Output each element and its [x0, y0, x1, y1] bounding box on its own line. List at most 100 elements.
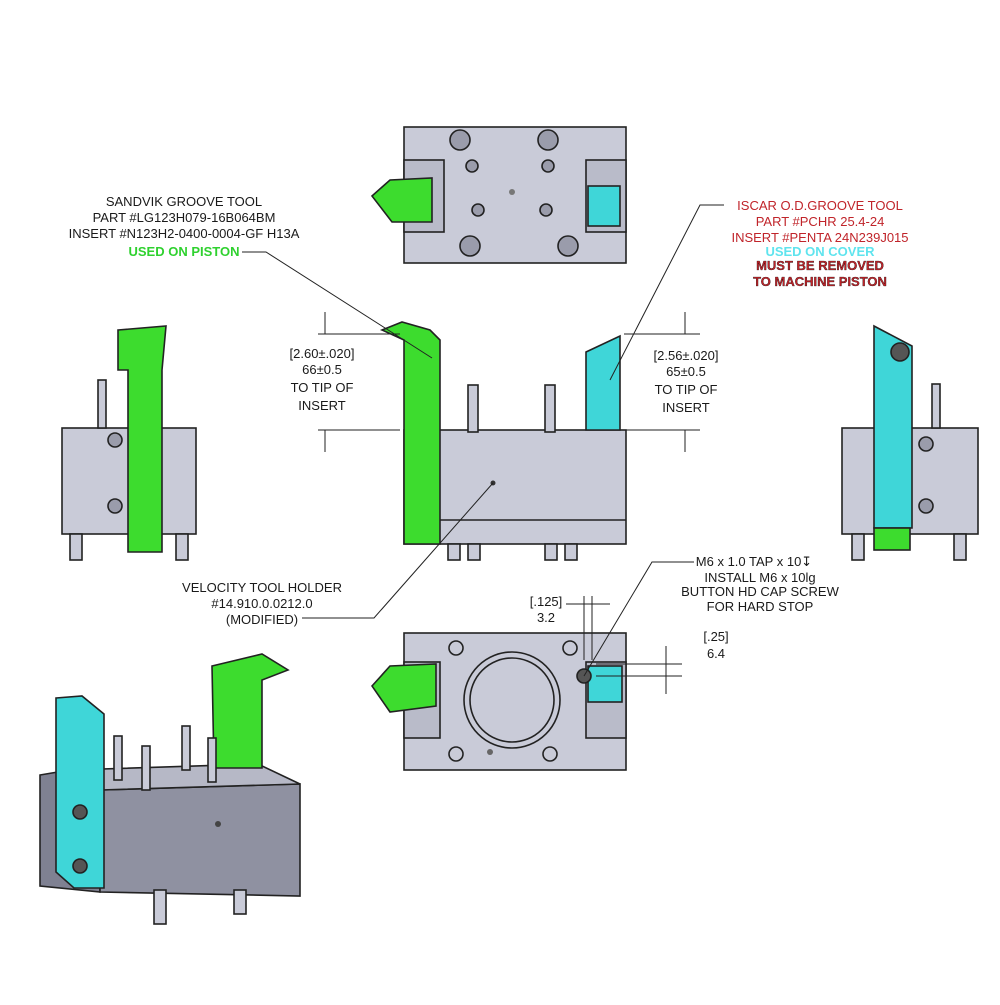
front-view-leg: [544, 543, 558, 561]
top-view-hole: [557, 235, 579, 257]
dim-right-mm: 65±0.5: [666, 364, 706, 379]
left-view-hole: [107, 432, 123, 448]
bottom-view-bore-inner: [469, 657, 555, 743]
holder-line3: (MODIFIED): [226, 612, 298, 627]
bottom-view: [370, 632, 627, 771]
holder-callout: VELOCITY TOOL HOLDER #14.910.0.0212.0 (M…: [182, 580, 342, 627]
bottom-view-hole: [448, 640, 464, 656]
dim-left-callout: [2.60±.020] 66±0.5 TO TIP OF INSERT: [290, 346, 355, 413]
tap-line1-group: M6 x 1.0 TAP x 10↧: [696, 554, 812, 569]
dim-25-callout: [.25] 6.4: [703, 629, 728, 661]
holder-line2: #14.910.0.0212.0: [211, 596, 312, 611]
front-view-leg: [467, 543, 481, 561]
iso-small-hole: [215, 821, 221, 827]
left-view-sandvik-tool: [117, 325, 167, 553]
iscar-line3: INSERT #PENTA 24N239J015: [731, 230, 908, 245]
iso-pin: [141, 745, 151, 791]
iso-leg: [233, 889, 247, 915]
tap-line3: BUTTON HD CAP SCREW: [681, 584, 839, 599]
left-view-hole: [107, 498, 123, 514]
top-view-iscar-insert: [587, 185, 621, 227]
bottom-view-hole: [448, 746, 464, 762]
sandvik-line3: INSERT #N123H2-0400-0004-GF H13A: [69, 226, 300, 241]
tap-line4: FOR HARD STOP: [707, 599, 814, 614]
right-view-green-base: [873, 527, 911, 551]
right-view-leg: [953, 533, 967, 561]
sandvik-leader: [242, 251, 433, 359]
isometric-view: [39, 653, 301, 925]
iscar-line1: ISCAR O.D.GROOVE TOOL: [737, 198, 903, 213]
dim-125-callout: [.125] 3.2: [530, 594, 563, 625]
right-view-insert: [890, 342, 910, 362]
left-side-view: [61, 325, 197, 561]
sandvik-line4: USED ON PISTON: [128, 244, 239, 259]
dim-left-inch: [2.60±.020]: [290, 346, 355, 361]
dim-left-mm: 66±0.5: [302, 362, 342, 377]
bottom-view-hole: [542, 746, 558, 762]
left-view-leg: [175, 533, 189, 561]
dim-25-mm: 6.4: [707, 646, 725, 661]
iso-pin: [207, 737, 217, 783]
top-view-pin-hole: [541, 159, 555, 173]
top-view-hole: [449, 129, 471, 151]
front-view-pin: [467, 384, 479, 433]
tap-leader: [583, 561, 694, 677]
right-side-view: [841, 324, 979, 561]
holder-leader: [302, 482, 494, 619]
dim-125-mm: 3.2: [537, 610, 555, 625]
sandvik-line1: SANDVIK GROOVE TOOL: [106, 194, 262, 209]
iso-leg: [153, 889, 167, 925]
bottom-view-iscar-insert: [587, 665, 623, 703]
iscar-line2: PART #PCHR 25.4-24: [756, 214, 885, 229]
iso-front-face: [99, 783, 301, 897]
bottom-view-small-hole: [487, 749, 493, 755]
iso-pin: [181, 725, 191, 771]
left-view-pin: [97, 379, 107, 429]
dim-125-inch: [.125]: [530, 594, 563, 609]
right-view-hole: [918, 498, 934, 514]
front-view-body: [403, 429, 627, 545]
tap-callout: M6 x 1.0 TAP x 10↧ INSTALL M6 x 10lg BUT…: [681, 554, 839, 614]
depth-symbol-icon: ↧: [801, 554, 812, 569]
right-view-leg: [851, 533, 865, 561]
front-view-pin: [544, 384, 556, 433]
dim-right-callout: [2.56±.020] 65±0.5 TO TIP OF INSERT: [654, 348, 719, 415]
front-view: [379, 321, 627, 561]
top-view: [370, 126, 627, 264]
iscar-line6: TO MACHINE PISTON: [753, 274, 887, 289]
top-view-pin-hole: [471, 203, 485, 217]
iscar-line4: USED ON COVER: [765, 244, 875, 259]
right-view-pin: [931, 383, 941, 429]
dim-25-inch: [.25]: [703, 629, 728, 644]
right-view-iscar-tool: [873, 324, 913, 529]
bottom-view-hole: [562, 640, 578, 656]
iso-sandvik-tool: [211, 653, 290, 769]
iso-iscar-tool: [55, 695, 105, 889]
tap-line1: M6 x 1.0 TAP x 10: [696, 554, 802, 569]
sandvik-line2: PART #LG123H079-16B064BM: [93, 210, 276, 225]
dim-right-note1: TO TIP OF: [655, 382, 718, 397]
top-view-pin-hole: [465, 159, 479, 173]
dim-right-inch: [2.56±.020]: [654, 348, 719, 363]
left-view-leg: [69, 533, 83, 561]
right-view-hole: [918, 436, 934, 452]
dim-right-note2: INSERT: [662, 400, 709, 415]
sandvik-callout: SANDVIK GROOVE TOOL PART #LG123H079-16B0…: [69, 194, 300, 259]
iscar-callout: ISCAR O.D.GROOVE TOOL PART #PCHR 25.4-24…: [731, 198, 908, 289]
front-view-sandvik-tool: [379, 321, 441, 545]
top-view-sandvik-insert: [370, 177, 433, 223]
dim-left-note1: TO TIP OF: [291, 380, 354, 395]
front-view-leg: [564, 543, 578, 561]
iso-pin: [113, 735, 123, 781]
top-view-hole: [537, 129, 559, 151]
top-view-hole: [459, 235, 481, 257]
front-view-leg: [447, 543, 461, 561]
dim-left-note2: INSERT: [298, 398, 345, 413]
front-view-iscar-tool: [585, 334, 621, 431]
top-view-pin-hole: [539, 203, 553, 217]
tap-line2: INSTALL M6 x 10lg: [704, 570, 815, 585]
iso-hole: [72, 804, 88, 820]
iso-hole: [72, 858, 88, 874]
